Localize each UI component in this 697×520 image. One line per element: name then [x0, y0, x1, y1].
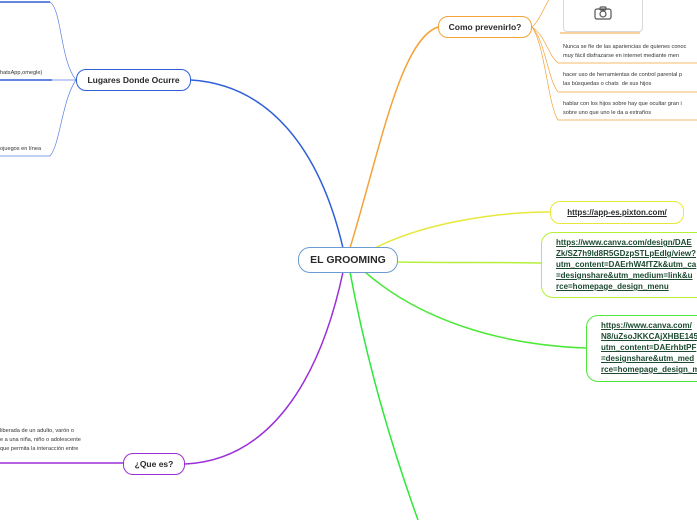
connector-prevenir [349, 26, 439, 249]
connector-bottom [349, 271, 419, 520]
central-topic-node[interactable]: EL GROOMING [298, 247, 398, 273]
connector-link3 [364, 271, 587, 349]
image-placeholder[interactable] [563, 0, 643, 32]
branch-prevenir-node[interactable]: Como prevenirlo? [438, 16, 532, 38]
leaf-prevenir-3[interactable]: hablar con los hijos sobre hay que ocult… [563, 101, 682, 116]
leaf-prevenir-1[interactable]: Nunca se fíe de las apariencias de quien… [563, 44, 687, 59]
leaf-que-es[interactable]: liberada de un adulto, varón o e a una n… [0, 428, 81, 452]
link-node-canva-2[interactable]: https://www.canva.com/ N8/uZsoJKKCAjXHBE… [586, 315, 697, 382]
branch-que-es-node[interactable]: ¿Que es? [123, 453, 185, 475]
link-node-pixton[interactable]: https://app-es.pixton.com/ [550, 201, 684, 224]
link-pixton-text[interactable]: https://app-es.pixton.com/ [567, 208, 667, 217]
connector-link2 [397, 261, 542, 264]
link-node-canva-1[interactable]: https://www.canva.com/design/DAE Zk/SZ7h… [541, 232, 697, 298]
connector-link1 [374, 211, 551, 249]
leaf-lugares-1[interactable]: hatsApp,omegle) [0, 70, 43, 76]
camera-icon [594, 6, 612, 20]
leaf-prevenir-2[interactable]: hacer uso de herramientas de control par… [563, 72, 683, 87]
branch-lugares-node[interactable]: Lugares Donde Ocurre [76, 69, 191, 91]
connector-quees [184, 271, 344, 465]
leaf-lugares-2[interactable]: ojuegos en línea [0, 146, 42, 152]
connector-lugares [190, 79, 344, 249]
